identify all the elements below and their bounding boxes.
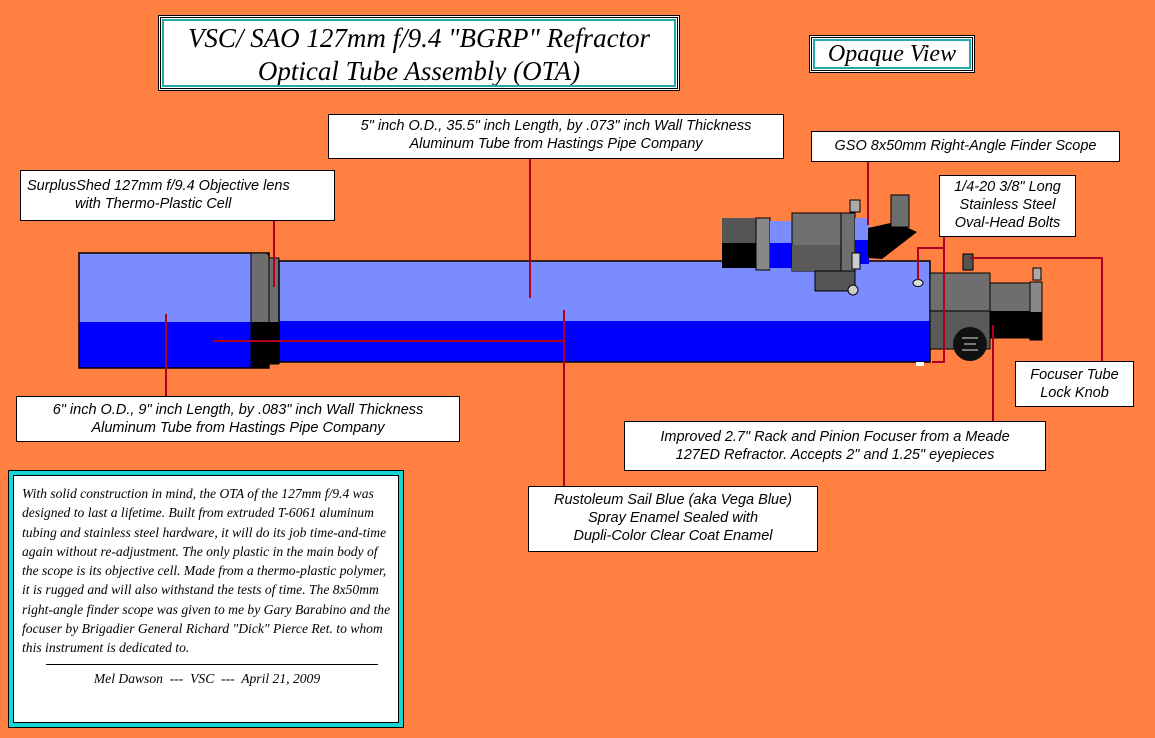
view-label-text: Opaque View bbox=[827, 41, 957, 67]
leader-lines bbox=[165, 158, 1103, 489]
signature: Mel Dawson --- VSC --- April 21, 2009 bbox=[93, 670, 321, 686]
oval-head-bolt bbox=[912, 279, 924, 287]
callout-bolts: 1/4-20 3/8" Long Stainless Steel Oval-He… bbox=[939, 175, 1076, 237]
leader-bolts-2 bbox=[932, 234, 945, 363]
callout-line: Aluminum Tube from Hastings Pipe Company bbox=[409, 136, 703, 152]
callout-line: Spray Enamel Sealed with bbox=[587, 510, 759, 526]
callout-line: with Thermo-Plastic Cell bbox=[75, 196, 232, 212]
title-line-2: Optical Tube Assembly (OTA) bbox=[257, 56, 581, 86]
callout-line: Lock Knob bbox=[1040, 385, 1109, 401]
diagram-title: VSC/ SAO 127mm f/9.4 "BGRP" Refractor Op… bbox=[158, 15, 680, 91]
description-panel: With solid construction in mind, the OTA… bbox=[8, 470, 404, 728]
callout-line: 6" inch O.D., 9" inch Length, by .083" i… bbox=[52, 402, 424, 418]
focuser bbox=[929, 253, 1043, 361]
description-content: With solid construction in mind, the OTA… bbox=[13, 475, 399, 723]
callout-line: 5" inch O.D., 35.5" inch Length, by .073… bbox=[360, 118, 752, 134]
signature-divider bbox=[46, 663, 378, 665]
description-text: With solid construction in mind, the OTA… bbox=[22, 486, 391, 656]
callout-paint: Rustoleum Sail Blue (aka Vega Blue) Spra… bbox=[528, 486, 818, 552]
title-line-1: VSC/ SAO 127mm f/9.4 "BGRP" Refractor bbox=[187, 23, 651, 53]
objective-cell bbox=[250, 252, 280, 369]
callout-line: Stainless Steel bbox=[959, 197, 1056, 213]
callout-focuser: Improved 2.7" Rack and Pinion Focuser fr… bbox=[624, 421, 1046, 471]
callout-line: Aluminum Tube from Hastings Pipe Company bbox=[91, 420, 385, 436]
finder-scope bbox=[722, 194, 917, 296]
callout-line: SurplusShed 127mm f/9.4 Objective lens bbox=[27, 178, 290, 194]
dew-shield-tube bbox=[78, 252, 270, 369]
callout-line: 127ED Refractor. Accepts 2" and 1.25" ey… bbox=[675, 447, 995, 463]
view-label: Opaque View bbox=[809, 35, 975, 73]
callout-line: Dupli-Color Clear Coat Enamel bbox=[573, 528, 773, 544]
callout-lock-knob: Focuser Tube Lock Knob bbox=[1015, 361, 1134, 407]
callout-line: 1/4-20 3/8" Long bbox=[954, 179, 1061, 195]
callout-objective-lens: SurplusShed 127mm f/9.4 Objective lens w… bbox=[20, 170, 335, 221]
callout-line: Improved 2.7" Rack and Pinion Focuser fr… bbox=[660, 429, 1010, 445]
callout-line: Rustoleum Sail Blue (aka Vega Blue) bbox=[553, 492, 793, 508]
callout-line: Focuser Tube bbox=[1030, 367, 1119, 383]
callout-line: Oval-Head Bolts bbox=[954, 215, 1061, 231]
callout-finder-scope: GSO 8x50mm Right-Angle Finder Scope bbox=[811, 131, 1120, 162]
leader-lock-knob bbox=[970, 257, 1103, 362]
callout-main-tube: 5" inch O.D., 35.5" inch Length, by .073… bbox=[328, 114, 784, 159]
callout-line: GSO 8x50mm Right-Angle Finder Scope bbox=[834, 138, 1097, 154]
callout-dew-tube: 6" inch O.D., 9" inch Length, by .083" i… bbox=[16, 396, 460, 442]
